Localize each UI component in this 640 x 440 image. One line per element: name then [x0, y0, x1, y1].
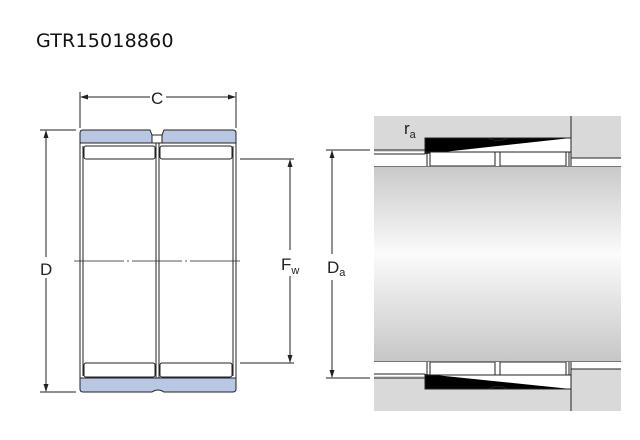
label-ra: ra [404, 119, 417, 141]
roller [83, 145, 156, 160]
roller [429, 361, 496, 376]
label-fw-sub: w [290, 265, 299, 277]
label-ra-main: r [404, 119, 410, 138]
mounting-view [326, 116, 621, 411]
outer-ring-bottom [79, 377, 237, 393]
label-da: Da [327, 258, 346, 279]
roller [429, 151, 496, 167]
roller [499, 361, 567, 376]
label-da-main: D [327, 258, 339, 277]
label-fw: Fw [281, 255, 299, 277]
bearing-section-view [40, 92, 294, 393]
roller [83, 362, 156, 378]
label-ra-sub: a [410, 129, 417, 141]
roller [159, 362, 233, 378]
roller [499, 151, 567, 167]
label-d: D [40, 260, 52, 279]
label-fw-main: F [281, 255, 291, 274]
product-code-title: GTR15018860 [36, 30, 174, 52]
label-da-sub: a [339, 267, 346, 279]
roller [159, 145, 233, 160]
shaft [374, 166, 621, 362]
label-c: C [151, 89, 163, 108]
